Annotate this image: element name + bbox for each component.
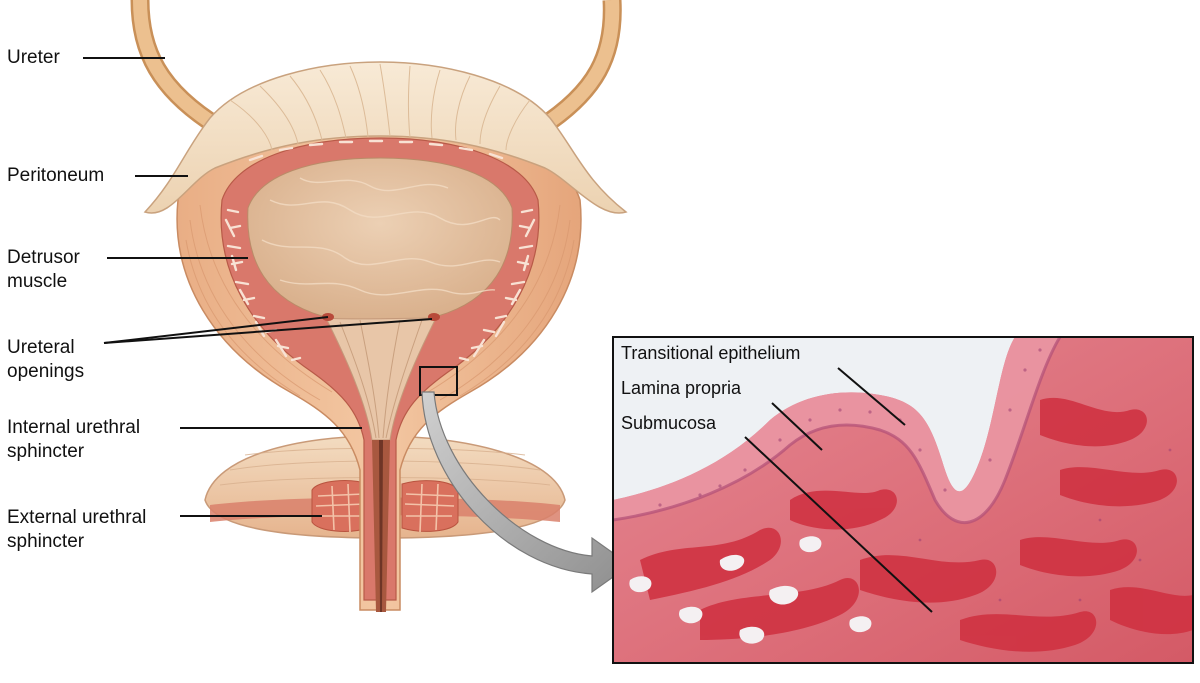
label-ureter: Ureter bbox=[7, 47, 60, 68]
urethra-lumen bbox=[379, 440, 383, 612]
label-peritoneum: Peritoneum bbox=[7, 165, 105, 186]
nuclei-speckles bbox=[658, 348, 1172, 602]
label-internal-line2: sphincter bbox=[7, 441, 85, 462]
detail-box bbox=[419, 366, 458, 396]
label-detrusor-line2: muscle bbox=[7, 271, 68, 292]
magnification-arrow bbox=[421, 391, 632, 594]
label-ureteral-line1: Ureteral bbox=[7, 337, 75, 358]
histology-panel bbox=[612, 336, 1194, 664]
label-internal-line1: Internal urethral bbox=[7, 417, 141, 438]
leader-lines bbox=[83, 57, 433, 517]
label-external-line1: External urethral bbox=[7, 507, 147, 528]
mucosa-cell-pattern bbox=[224, 139, 536, 362]
transitional-epithelium-band bbox=[613, 337, 1060, 523]
label-lamina-propria: Lamina propria bbox=[621, 378, 742, 398]
histology-leader-lines bbox=[744, 367, 933, 613]
bladder-lumen bbox=[247, 157, 513, 323]
label-transitional-epithelium: Transitional epithelium bbox=[621, 343, 801, 363]
detrusor-striations bbox=[185, 204, 575, 401]
ureter-left-inner bbox=[133, 0, 224, 134]
epithelium-basal-line bbox=[613, 337, 1062, 525]
peritoneum bbox=[143, 61, 628, 214]
histology-frame bbox=[612, 336, 1194, 664]
submucosa-fibers bbox=[640, 397, 1193, 652]
label-external-line2: sphincter bbox=[7, 531, 85, 552]
ureter-right-inner bbox=[536, 0, 620, 134]
label-submucosa: Submucosa bbox=[621, 413, 717, 433]
lumen-rugae bbox=[261, 177, 501, 296]
trigone-folds bbox=[339, 319, 423, 439]
label-detrusor-line1: Detrusor bbox=[7, 247, 80, 268]
label-ureteral-line2: openings bbox=[7, 361, 85, 382]
peritoneum-folds bbox=[229, 63, 531, 151]
tissue-gaps bbox=[629, 536, 872, 644]
trigone bbox=[325, 317, 437, 441]
